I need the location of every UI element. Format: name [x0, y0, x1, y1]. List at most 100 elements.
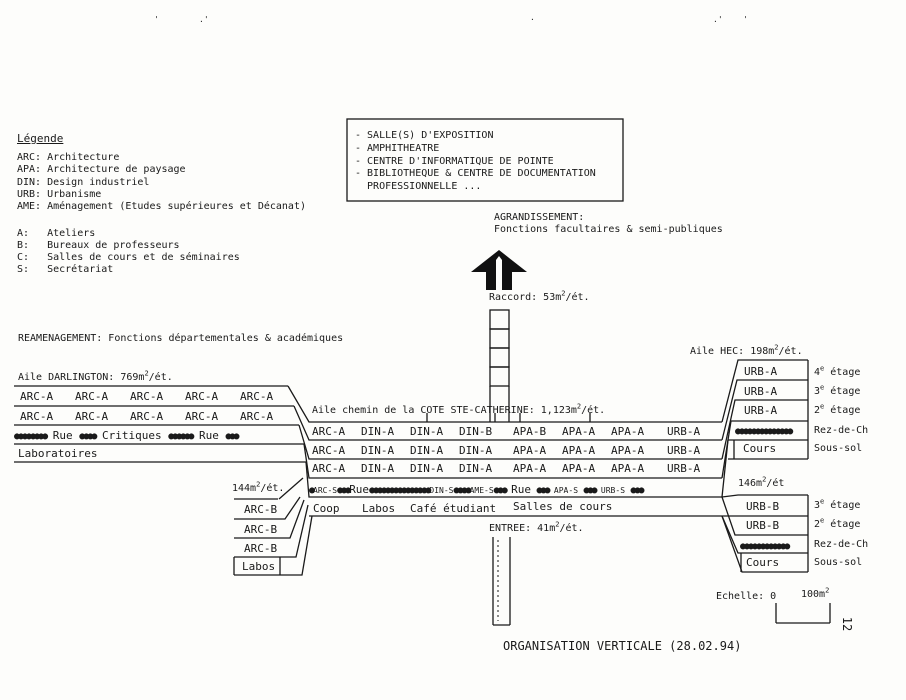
darlington-title: Aile DARLINGTON: 769m2/ét. — [18, 369, 173, 383]
cote-ground-cell: Labos — [362, 502, 396, 515]
cote-ground-cell: Coop — [313, 502, 340, 515]
connector-label: Raccord: 53m2/ét. — [489, 289, 590, 303]
speck: ' — [154, 15, 159, 24]
floor-label: Sous-sol — [814, 443, 863, 454]
cote-cell: URB-A — [667, 444, 701, 457]
cote-cell: DIN-A — [361, 444, 395, 457]
darlington-cell: ARC-A — [20, 410, 54, 423]
scale-label: Echelle: 0 — [716, 591, 777, 602]
darlington-street: ●●●●●●●● Rue ●●●● Critiques ●●●●●● Rue ●… — [14, 429, 240, 443]
cote-cell: DIN-A — [361, 462, 395, 475]
reamenagement-label: REAMENAGEMENT: Fonctions départementales… — [18, 333, 344, 344]
darlington-labs: Laboratoires — [18, 447, 98, 460]
top-box-line: - SALLE(S) D'EXPOSITION — [355, 130, 494, 141]
page-number: 12 — [840, 616, 855, 632]
floor-label: 4e étage — [814, 364, 861, 378]
cote-cell: APA-A — [611, 425, 645, 438]
cote-cell: DIN-A — [410, 425, 444, 438]
darlington-cell: ARC-A — [75, 390, 109, 403]
cote-cell: DIN-A — [459, 444, 493, 457]
darlington-cell: ARC-A — [75, 410, 109, 423]
darlington-cell: ARC-A — [20, 390, 54, 403]
cote-cell: APA-A — [562, 462, 596, 475]
cote-cell: APA-A — [513, 462, 547, 475]
darlington-cell: ARC-A — [185, 410, 219, 423]
top-box-line: PROFESSIONNELLE ... — [355, 181, 482, 192]
hec-lower-cell: URB-B — [746, 500, 780, 513]
darlington-lower-cell: ARC-B — [244, 523, 278, 536]
legend-item: S: Secrétariat — [17, 264, 114, 275]
cote-cell: DIN-B — [459, 425, 493, 438]
hec-cell: Cours — [743, 442, 777, 455]
darlington-cell: ARC-A — [240, 390, 274, 403]
expansion-subtitle: Fonctions facultaires & semi-publiques — [494, 224, 723, 235]
floor-label: 3e étage — [814, 497, 861, 511]
cote-cell: APA-A — [611, 462, 645, 475]
hec-lower-cell: URB-B — [746, 519, 780, 532]
legend-item: ARC: Architecture — [17, 152, 120, 163]
legend-item: DIN: Design industriel — [17, 177, 150, 188]
expansion-title: AGRANDISSEMENT: — [494, 212, 585, 223]
top-box-line: - CENTRE D'INFORMATIQUE DE POINTE — [355, 156, 554, 167]
legend-item: C: Salles de cours et de séminaires — [17, 252, 240, 263]
speck: .' — [713, 15, 723, 24]
speck: .' — [199, 15, 209, 24]
cote-cell: DIN-A — [410, 444, 444, 457]
top-box-line: - AMPHITHEATRE — [355, 143, 440, 154]
cote-cell: URB-A — [667, 462, 701, 475]
scale-value: 100m2 — [801, 586, 830, 600]
top-box-line: - BIBLIOTHEQUE & CENTRE DE DOCUMENTATION — [355, 168, 596, 179]
cote-street: ●ARC-S●●●Rue●●●●●●●●●●●●●●●DIN-S●●●●AME-… — [309, 483, 645, 497]
cote-cell: APA-B — [513, 425, 547, 438]
hec-lower-dots: ●●●●●●●●●●●● — [740, 541, 790, 552]
hec-cell: URB-A — [744, 404, 778, 417]
cote-cell: ARC-A — [312, 462, 346, 475]
hec-dots: ●●●●●●●●●●●●●● — [735, 426, 793, 437]
cote-cell: APA-A — [562, 444, 596, 457]
floor-label: 3e étage — [814, 383, 861, 397]
top-box-frame — [346, 118, 624, 202]
cote-ground-cell: Café étudiant — [410, 502, 497, 515]
cote-cell: APA-A — [611, 444, 645, 457]
cote-cell: APA-A — [562, 425, 596, 438]
floor-label: 2e étage — [814, 402, 861, 416]
darlington-cell: ARC-A — [240, 410, 274, 423]
cote-cell: ARC-A — [312, 425, 346, 438]
floor-label: Rez-de-Ch — [814, 425, 869, 436]
legend-item: URB: Urbanisme — [17, 189, 102, 200]
darlington-cell: ARC-A — [185, 390, 219, 403]
legend-item: B: Bureaux de professeurs — [17, 240, 180, 251]
hec-title: Aile HEC: 198m2/ét. — [690, 343, 803, 357]
hec-cell: URB-A — [744, 385, 778, 398]
floor-label: Rez-de-Ch — [814, 539, 869, 550]
hec-lower-area: 146m2/ét — [738, 475, 785, 489]
cote-cell: APA-A — [513, 444, 547, 457]
legend-title: Légende — [17, 132, 64, 145]
floor-label: Sous-sol — [814, 557, 863, 568]
darlington-lower-cell: Labos — [242, 560, 276, 573]
darlington-cell: ARC-A — [130, 390, 164, 403]
cote-cell: DIN-A — [410, 462, 444, 475]
speck: . — [530, 13, 535, 22]
floor-label: 2e étage — [814, 516, 861, 530]
cote-ground-cell: Salles de cours — [513, 500, 613, 513]
darlington-lower-cell: ARC-B — [244, 503, 278, 516]
cote-cell: DIN-A — [361, 425, 395, 438]
cote-title: Aile chemin de la COTE STE-CATHERINE: 1,… — [312, 402, 606, 416]
darlington-lower-area: 144m2/ét. — [232, 480, 285, 494]
darlington-cell: ARC-A — [130, 410, 164, 423]
hec-lower-cell: Cours — [746, 556, 780, 569]
cote-cell: DIN-A — [459, 462, 493, 475]
cote-cell: URB-A — [667, 425, 701, 438]
legend-item: A: Ateliers — [17, 228, 96, 239]
footer-title: ORGANISATION VERTICALE (28.02.94) — [503, 639, 742, 653]
hec-cell: URB-A — [744, 365, 778, 378]
cote-cell: ARC-A — [312, 444, 346, 457]
speck: ' — [743, 15, 748, 24]
entrance-label: ENTREE: 41m2/ét. — [489, 520, 584, 534]
legend-item: APA: Architecture de paysage — [17, 164, 186, 175]
legend-item: AME: Aménagement (Etudes supérieures et … — [17, 201, 306, 212]
darlington-lower-cell: ARC-B — [244, 542, 278, 555]
